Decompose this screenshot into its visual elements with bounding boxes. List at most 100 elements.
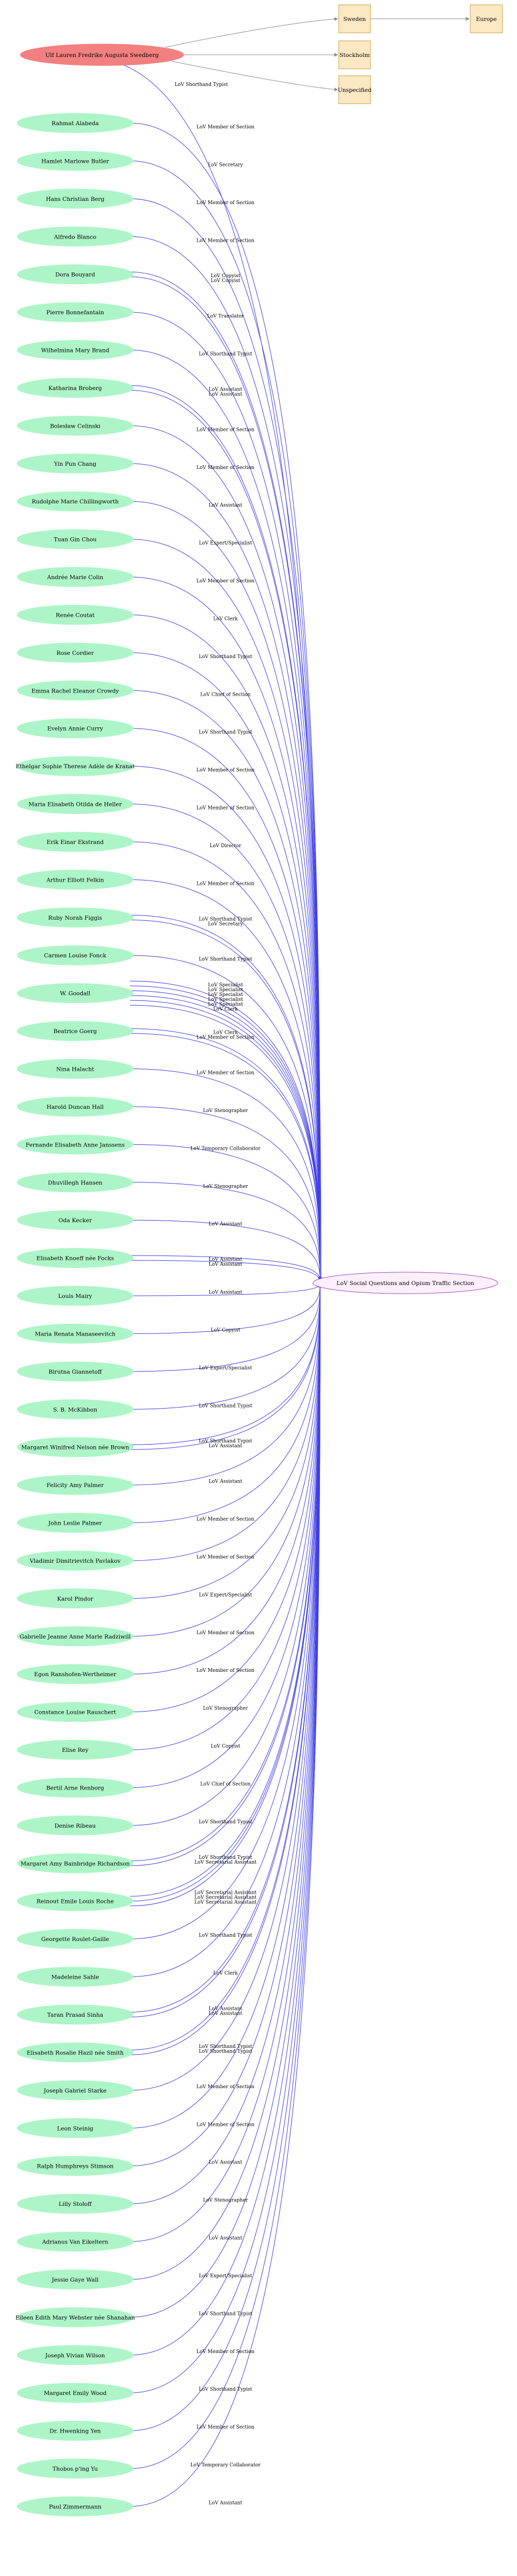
- person-label: John Leslie Palmer: [48, 1520, 103, 1527]
- person-node[interactable]: Denise Ribeau: [17, 1815, 134, 1836]
- edge-role-label: LoV Expert/Specialist: [199, 1592, 252, 1598]
- person-node[interactable]: Lilly Stoloff: [17, 2193, 134, 2214]
- person-ellipse: [17, 2496, 134, 2516]
- edge-label-root-section: LoV Shorthand Typist: [174, 82, 228, 88]
- edge-person-section: [129, 919, 322, 1284]
- person-node[interactable]: Taran Prasad Sinha: [17, 2004, 134, 2025]
- person-node[interactable]: Rahmat Alabeda: [17, 113, 134, 133]
- edge-role-label: LoV Secretarial Assistant: [194, 1895, 257, 1901]
- person-node[interactable]: Bertil Arne Renborg: [17, 1777, 134, 1798]
- person-label: Nina Halacht: [56, 1066, 95, 1073]
- person-ellipse: [17, 1626, 134, 1647]
- edge-role-label: LoV Clerk: [213, 1030, 238, 1036]
- person-node[interactable]: Gabrielle Jeanne Anne Marie Radziwill: [17, 1626, 134, 1647]
- person-node[interactable]: Maria Renata Manaseevitch: [17, 1323, 134, 1344]
- person-node[interactable]: Georgette Roulet-Gaille: [17, 1929, 134, 1949]
- person-node[interactable]: Joseph Vivian Wilson: [17, 2345, 134, 2365]
- person-label: Joseph Vivian Wilson: [45, 2353, 105, 2359]
- person-node[interactable]: Ethelgar Sophie Therese Adèle de Kranat: [16, 756, 135, 776]
- person-node[interactable]: W. Goodall: [17, 983, 134, 1004]
- person-node[interactable]: Erik Einar Ekstrand: [17, 832, 134, 852]
- person-node[interactable]: Louis Mairy: [17, 1286, 134, 1306]
- person-node[interactable]: Elisabeth Knoeff née Focks: [17, 1248, 134, 1268]
- person-node[interactable]: Bolesław Celinski: [17, 415, 134, 436]
- person-node[interactable]: Joseph Gabriel Starke: [17, 2080, 134, 2101]
- person-node[interactable]: Felicity Amy Palmer: [17, 1475, 134, 1495]
- person-node[interactable]: Pierre Bonnefantain: [17, 302, 134, 322]
- person-node[interactable]: Ruby Norah Figgis: [17, 907, 134, 928]
- person-node[interactable]: Nina Halacht: [17, 1059, 134, 1079]
- person-node[interactable]: Katharina Broberg: [17, 378, 134, 398]
- section-node[interactable]: LoV Social Questions and Opium Traffic S…: [312, 1272, 498, 1294]
- person-node[interactable]: Hamlet Marlowe Butler: [17, 150, 134, 171]
- person-node[interactable]: Ralph Humphreys Stimson: [17, 2156, 134, 2176]
- person-node[interactable]: Emma Rachel Eleanor Crowdy: [17, 680, 134, 701]
- person-node[interactable]: Hans Christian Berg: [17, 189, 134, 209]
- person-ellipse: [17, 1323, 134, 1344]
- person-label: S. B. McKibbon: [53, 1406, 97, 1413]
- person-node[interactable]: Thobos p'ing Yu: [17, 2458, 134, 2479]
- person-node[interactable]: Andrée Marie Colin: [17, 567, 134, 587]
- person-node[interactable]: Margaret Emily Wood: [17, 2383, 134, 2403]
- person-node[interactable]: Constance Louise Rauschert: [17, 1702, 134, 1722]
- edge-role-label: LoV Chief of Section: [200, 1781, 251, 1787]
- person-node[interactable]: Rose Cordier: [17, 643, 134, 663]
- person-label: Pierre Bonnefantain: [46, 309, 104, 316]
- edge-person-section: [129, 879, 322, 1283]
- place-node-sweden[interactable]: Sweden: [338, 4, 371, 33]
- person-node[interactable]: Margaret Amy Bainbridge Richardson: [17, 1853, 134, 1873]
- person-node[interactable]: Dr. Hwenking Yen: [17, 2421, 134, 2441]
- person-node[interactable]: S. B. McKibbon: [17, 1399, 134, 1419]
- person-node[interactable]: Leon Steinig: [17, 2118, 134, 2138]
- person-node[interactable]: Wilhelmina Mary Brand: [17, 340, 134, 360]
- place-label-europe: Europe: [476, 16, 497, 23]
- person-node[interactable]: John Leslie Palmer: [17, 1513, 134, 1533]
- person-node[interactable]: Rudolphe Marie Chillingworth: [17, 491, 134, 511]
- edge-role-label: LoV Member of Section: [196, 427, 254, 432]
- person-node[interactable]: Egon Ranshofen-Wertheimer: [17, 1664, 134, 1684]
- person-node[interactable]: Birutna Giannetoff: [17, 1361, 134, 1382]
- person-node[interactable]: Adrianus Van Eikeltern: [17, 2232, 134, 2252]
- edge-role-label: LoV Assistant: [209, 1290, 243, 1295]
- person-node[interactable]: Jessie Gaye Wall: [17, 2269, 134, 2290]
- person-node[interactable]: Paul Zimmermann: [17, 2496, 134, 2516]
- person-node[interactable]: Reinout Emile Louis Roche: [17, 1891, 134, 1911]
- person-node[interactable]: Maria Elisabeth Otilda de Heller: [17, 794, 134, 814]
- person-node[interactable]: Beatrice Goerg: [17, 1021, 134, 1041]
- person-node[interactable]: Dhuvillegh Hansen: [17, 1172, 134, 1193]
- person-node[interactable]: Karol Pindor: [17, 1588, 134, 1608]
- person-ellipse: [17, 1248, 134, 1268]
- place-node-stockholm[interactable]: Stockholm: [338, 40, 371, 69]
- person-label: Erik Einar Ekstrand: [47, 839, 104, 846]
- place-node-unspecified[interactable]: Unspecified: [338, 75, 372, 104]
- person-node[interactable]: Arthur Elliott Felkin: [17, 869, 134, 890]
- edge-role-label: LoV Assistant: [209, 2500, 243, 2506]
- person-node[interactable]: Renée Coutat: [17, 604, 134, 625]
- section-label: LoV Social Questions and Opium Traffic S…: [337, 1280, 475, 1287]
- edge-role-label: LoV Assistant: [209, 387, 243, 392]
- person-node[interactable]: Margaret Winifred Nelson née Brown: [17, 1437, 134, 1457]
- person-node[interactable]: Yin Pun Chang: [17, 453, 134, 474]
- place-node-europe[interactable]: Europe: [470, 4, 503, 33]
- person-node[interactable]: Elisabeth Rosalie Hazil née Smith: [17, 2042, 134, 2062]
- person-node[interactable]: Madeleine Sahle: [17, 1967, 134, 1987]
- person-ellipse: [17, 1664, 134, 1684]
- person-node[interactable]: Elise Rey: [17, 1740, 134, 1760]
- person-node[interactable]: Dora Bouyard: [17, 264, 134, 285]
- person-node[interactable]: Carmen Louise Fonck: [17, 945, 134, 965]
- person-node[interactable]: Oda Kecker: [17, 1210, 134, 1230]
- edge-role-label: LoV Assistant: [209, 1479, 243, 1484]
- person-node[interactable]: Vladimir Dimitrievitch Pavlakov: [17, 1550, 134, 1571]
- root-node[interactable]: Ulf Lauren Fredrike Augusta Swedberg: [20, 44, 184, 66]
- person-node[interactable]: Harold Duncan Hall: [17, 1096, 134, 1117]
- edge-role-label: LoV Translator: [207, 314, 244, 319]
- person-node[interactable]: Fernande Elisabeth Anne Janssens: [17, 1134, 134, 1154]
- person-node[interactable]: Alfredo Blanco: [17, 226, 134, 247]
- person-node[interactable]: Tuan Gin Chou: [17, 529, 134, 550]
- person-label: Wilhelmina Mary Brand: [41, 348, 109, 354]
- person-ellipse: [17, 529, 134, 550]
- person-node[interactable]: Evelyn Annie Curry: [17, 718, 134, 739]
- person-node[interactable]: Eileen Edith Mary Webster née Shanahan: [16, 2307, 135, 2327]
- edge-role-label: LoV Member of Section: [196, 881, 254, 886]
- person-label: Emma Rachel Eleanor Crowdy: [31, 688, 119, 694]
